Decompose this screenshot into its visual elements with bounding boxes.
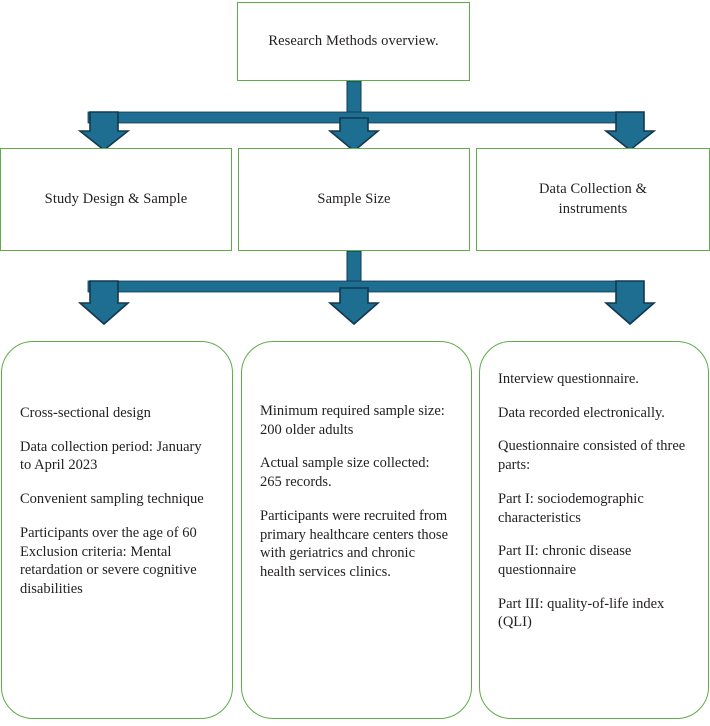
detail-line: Interview questionnaire. <box>498 371 639 387</box>
node-research-methods-overview[interactable]: Research Methods overview. <box>237 2 470 81</box>
panel-data-collection-details[interactable]: Interview questionnaire. Data recorded e… <box>479 341 709 719</box>
detail-line: Participants were recruited from primary… <box>260 507 449 580</box>
detail-line: Part II: chronic disease questionnaire <box>498 543 632 578</box>
detail-line: Part III: quality-of-life index (QLI) <box>498 595 665 631</box>
panel-body: Interview questionnaire. Data recorded e… <box>480 342 708 632</box>
detail-line: Data collection period: January to April… <box>20 438 202 474</box>
detail-line: Cross-sectional design <box>20 405 151 421</box>
detail-line: Convenient sampling technique <box>20 491 204 508</box>
node-study-design-sample[interactable]: Study Design & Sample <box>0 148 232 251</box>
node-label: Sample Size <box>317 190 391 207</box>
arrow-down-left-upper <box>77 111 131 152</box>
arrow-down-center-lower <box>327 287 381 326</box>
node-label: Study Design & Sample <box>44 190 188 207</box>
connector-bus-lower <box>87 280 634 293</box>
detail-line: Minimum required sample size: 200 older … <box>260 403 445 438</box>
arrow-down-center-upper <box>327 117 381 153</box>
detail-line: Participants over the age of 60 <box>20 524 197 541</box>
detail-line: Part I: sociodemographic characteristics <box>498 490 644 526</box>
detail-line: Actual sample size collected: 265 record… <box>260 455 430 491</box>
panel-body: Cross-sectional design Data collection p… <box>2 342 232 599</box>
node-label: Data Collection & instruments <box>538 180 647 217</box>
arrow-down-right-lower <box>603 280 657 326</box>
panel-sample-size-details[interactable]: Minimum required sample size: 200 older … <box>241 341 472 719</box>
detail-line: Questionnaire consisted of three parts: <box>498 438 686 474</box>
connector-top-stem <box>346 80 362 122</box>
panel-study-design-details[interactable]: Cross-sectional design Data collection p… <box>1 341 233 719</box>
connector-mid-stem <box>346 250 362 286</box>
panel-body: Minimum required sample size: 200 older … <box>242 342 471 582</box>
node-data-collection-instruments[interactable]: Data Collection & instruments <box>476 148 710 251</box>
node-label: Research Methods overview. <box>268 32 439 49</box>
arrow-down-right-upper <box>603 111 657 152</box>
node-sample-size[interactable]: Sample Size <box>238 148 470 251</box>
connector-bus-upper <box>87 111 634 124</box>
arrow-down-left-lower <box>77 280 131 326</box>
detail-line: Data recorded electronically. <box>498 404 665 421</box>
detail-line: Exclusion criteria: Mental retardation o… <box>20 543 197 597</box>
